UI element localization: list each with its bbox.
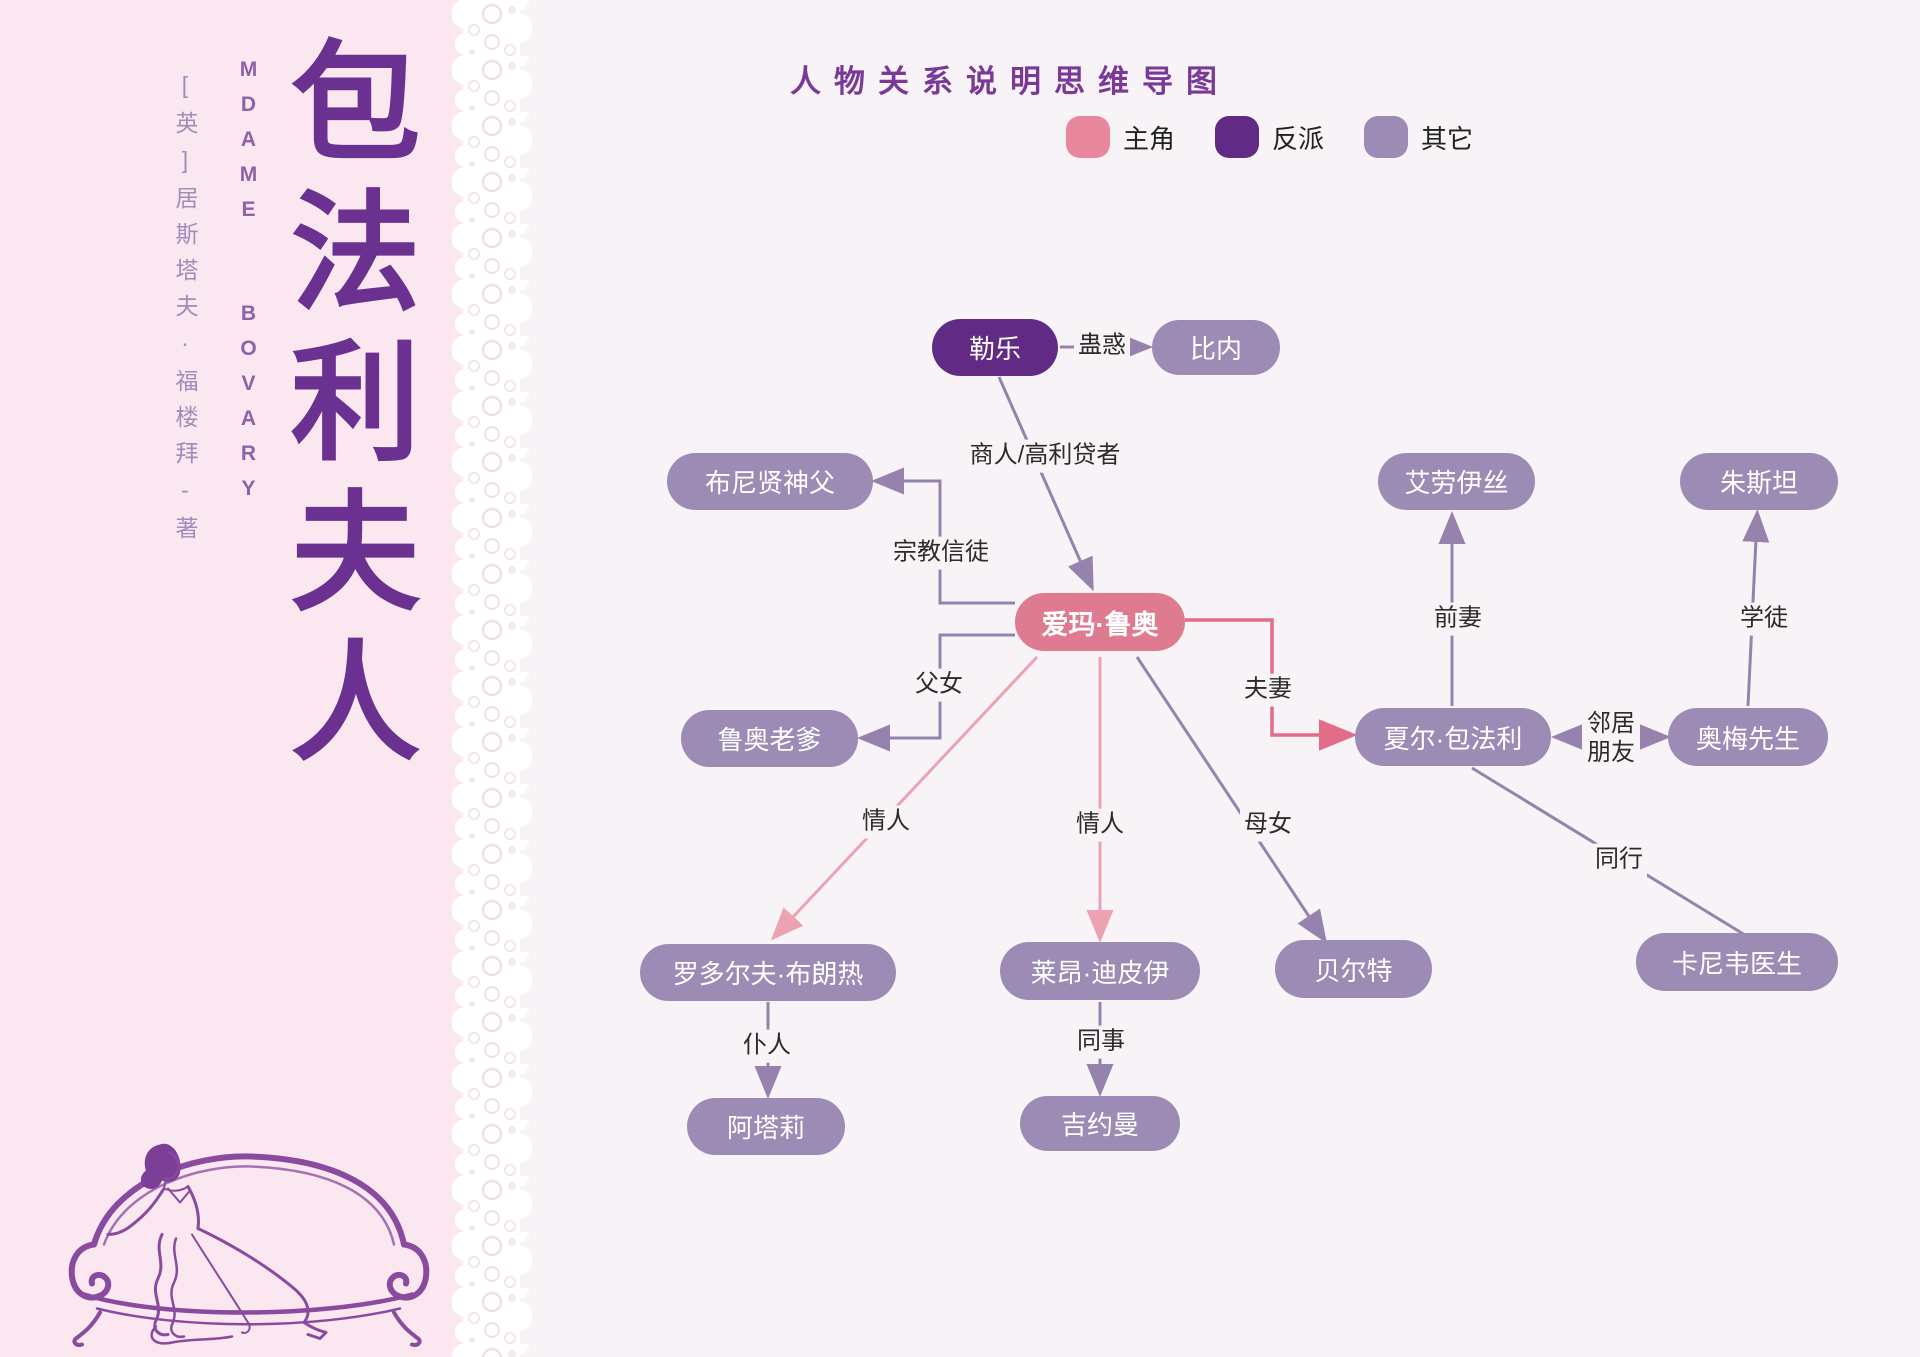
node-lheureux: 勒乐 — [932, 319, 1058, 376]
edge-label-couple: 夫妻 — [1240, 673, 1296, 707]
legend-label: 主角 — [1123, 123, 1176, 154]
edge-label-colleague-doctor: 同行 — [1591, 843, 1647, 877]
edge-label-usurer: 商人/高利贷者 — [965, 439, 1125, 473]
book-title: 包法利夫人 — [268, 34, 422, 784]
node-guillaumin: 吉约曼 — [1020, 1096, 1180, 1151]
node-leon: 莱昂·迪皮伊 — [1000, 942, 1200, 1000]
edge-label-ex-wife: 前妻 — [1430, 602, 1486, 636]
edge-label-mother-daughter: 母女 — [1240, 808, 1296, 842]
legend-item-villain: 反派 — [1215, 116, 1324, 158]
node-binet: 比内 — [1152, 320, 1280, 375]
node-heloise: 艾劳伊丝 — [1378, 453, 1535, 510]
node-rouault: 鲁奥老爹 — [681, 710, 858, 767]
node-emma: 爱玛·鲁奥 — [1015, 593, 1185, 651]
edge-label-lover-1: 情人 — [858, 805, 914, 839]
protagonist-swatch — [1066, 116, 1110, 158]
edge-label-bewitch: 蛊惑 — [1074, 329, 1130, 363]
other-swatch — [1364, 116, 1409, 158]
edge-label-neighbor-friend: 邻居朋友 — [1582, 708, 1640, 770]
edge-label-father-daughter: 父女 — [911, 668, 967, 702]
woman-on-sofa-illustration — [68, 1143, 430, 1347]
legend-label: 其它 — [1421, 123, 1474, 154]
legend-label: 反派 — [1272, 123, 1325, 154]
legend: 主角 反派 其它 — [1066, 116, 1473, 158]
legend-item-other: 其它 — [1364, 116, 1473, 158]
edge-label-servant: 仆人 — [739, 1029, 795, 1063]
author-text: [英]居斯塔夫·福楼拜-著 — [172, 72, 198, 552]
node-athalie: 阿塔莉 — [687, 1098, 845, 1155]
edge-label-lover-2: 情人 — [1072, 808, 1128, 842]
edge-label-apprentice: 学徒 — [1736, 602, 1792, 636]
node-berthe: 贝尔特 — [1275, 940, 1432, 998]
edge-label-coworker: 同事 — [1073, 1025, 1129, 1059]
lace-border — [452, 0, 532, 1357]
node-justin: 朱斯坦 — [1680, 453, 1838, 510]
book-cover-panel: [英]居斯塔夫·福楼拜-著 MDAME BOVARY 包法利夫人 — [0, 0, 462, 1357]
node-bournisien: 布尼贤神父 — [667, 453, 873, 510]
villain-swatch — [1215, 116, 1260, 158]
node-canivet: 卡尼韦医生 — [1636, 933, 1838, 991]
node-homais: 奥梅先生 — [1668, 708, 1828, 766]
diagram-title: 人物关系说明思维导图 — [790, 64, 1230, 99]
node-rodolphe: 罗多尔夫·布朗热 — [640, 944, 896, 1001]
node-charles: 夏尔·包法利 — [1355, 708, 1551, 766]
edge-label-believer: 宗教信徒 — [889, 536, 993, 570]
subtitle-english: MDAME BOVARY — [237, 58, 260, 512]
legend-item-protagonist: 主角 — [1066, 116, 1175, 158]
